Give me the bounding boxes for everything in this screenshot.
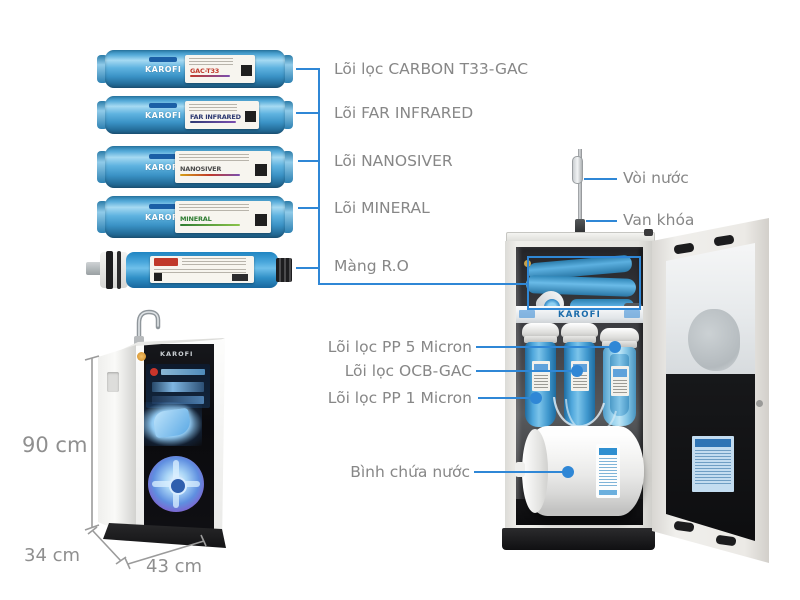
label-ro: Màng R.O <box>334 257 409 275</box>
cartridge-endcap <box>97 101 108 129</box>
label-mineral: Lõi MINERAL <box>334 199 430 217</box>
cartridge-brand: KAROFI <box>145 163 182 172</box>
small-cabinet-front: KAROFI <box>136 339 225 546</box>
dimension-depth: 34 cm <box>24 545 81 566</box>
shutoff-valve <box>575 219 585 234</box>
shelf-brand-text: KAROFI <box>557 310 602 320</box>
cartridge-endcap <box>97 151 108 183</box>
cartridge-endcap <box>97 55 108 83</box>
tank-label <box>596 444 620 498</box>
cartridge-model-text: NANOSIVER <box>180 165 222 173</box>
interior-shelf: KAROFI <box>516 306 643 323</box>
membrane-cap <box>100 252 128 288</box>
label-valve: Van khóa <box>623 211 695 229</box>
door-spec-sticker <box>692 436 734 492</box>
cartridge-brand: KAROFI <box>145 213 182 222</box>
front-sticker-circle <box>148 456 204 512</box>
cartridge-far-infrared: KAROFI FAR INFRARED <box>97 96 293 134</box>
cartridge-brand: KAROFI <box>145 65 182 74</box>
label-ocb: Lõi lọc OCB-GAC <box>344 362 472 380</box>
cartridge-endcap <box>282 151 293 183</box>
dimension-height: 90 cm <box>22 433 88 457</box>
label-nanosiver: Lõi NANOSIVER <box>334 152 453 170</box>
cartridge-model-text: GAC-T33 <box>190 67 220 75</box>
front-orange-badge <box>137 352 146 361</box>
cartridge-model-text: FAR INFRARED <box>190 113 241 121</box>
label-tank: Bình chứa nước <box>350 463 470 481</box>
cabinet-base <box>502 528 655 550</box>
front-sticker-smax <box>144 402 202 446</box>
tank-nub <box>515 462 525 477</box>
front-sticker-products <box>146 364 210 408</box>
label-pp1: Lõi lọc PP 1 Micron <box>327 389 472 407</box>
faucet-handle-blade <box>572 156 583 184</box>
cabinet-interior: KAROFI <box>515 247 644 525</box>
cartridge-endcap <box>282 201 293 233</box>
pump-section-highlight <box>527 256 641 310</box>
dimension-width: 43 cm <box>146 556 203 577</box>
cartridge-endcap <box>282 55 293 83</box>
cartridge-brand: KAROFI <box>145 111 182 120</box>
cartridge-ro-membrane <box>86 249 296 291</box>
cabinet-faucet <box>578 149 582 237</box>
membrane-stem <box>86 262 103 275</box>
door-inner-panel <box>666 243 755 541</box>
door-reflection <box>688 309 740 371</box>
cartridge-endcap <box>97 201 108 233</box>
small-cabinet-brand-text: KAROFI <box>160 350 194 358</box>
label-faucet: Vòi nước <box>623 169 689 187</box>
cartridge-mineral: KAROFI MINERAL <box>97 196 293 238</box>
cartridge-model-text: MINERAL <box>180 215 212 223</box>
cartridge-nanosiver: KAROFI NANOSIVER <box>97 146 293 188</box>
cabinet-door <box>652 218 769 563</box>
vertical-filter-pp1 <box>522 323 559 427</box>
vertical-filter-pp5 <box>600 328 639 426</box>
label-pp5: Lõi lọc PP 5 Micron <box>327 338 472 356</box>
side-handle-recess <box>107 372 119 392</box>
label-infrared: Lõi FAR INFRARED <box>334 104 474 122</box>
membrane-connector <box>276 258 292 282</box>
cartridge-carbon-t33: KAROFI GAC-T33 <box>97 50 293 88</box>
door-lock <box>756 400 763 407</box>
label-carbon: Lõi lọc CARBON T33-GAC <box>334 60 529 78</box>
cartridge-endcap <box>282 101 293 129</box>
